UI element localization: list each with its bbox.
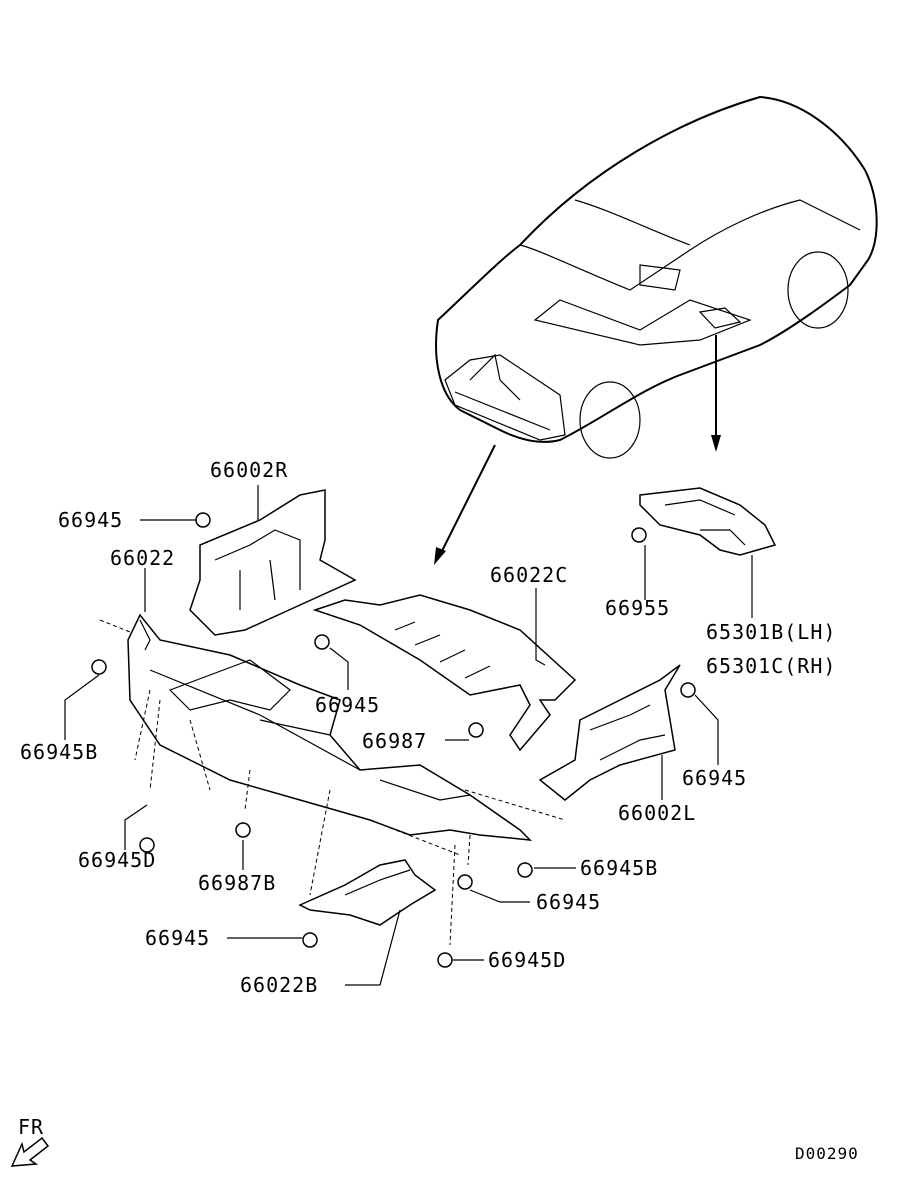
label-66022C: 66022C [490,563,569,587]
label-65301B: 65301B(LH) [706,620,837,644]
undercover-66022B-shape [298,859,437,926]
undercover-66022C-shape [312,594,577,752]
label-66945: 66945 [145,926,211,950]
label-66022B: 66022B [240,973,319,997]
splash-shield-66002R-shape [189,489,357,636]
label-66945: 66945 [536,890,602,914]
splash-shield-66002L-shape [538,664,681,801]
label-66945: 66945 [58,508,124,532]
label-66002R: 66002R [210,458,289,482]
label-65301C: 65301C(RH) [706,654,837,678]
fasteners [91,512,696,968]
alignment-lines [99,619,566,946]
cover-65301-shape [639,487,777,556]
label-66002L: 66002L [618,801,697,825]
label-66987: 66987 [362,729,428,753]
label-66945: 66945 [315,693,381,717]
label-66945B: 66945B [20,740,99,764]
leader-lines [64,485,753,986]
front-direction-arrow [10,1136,50,1167]
undercover-66022-shape [127,613,533,841]
pointer-arrows [434,335,721,565]
label-66945D: 66945D [78,848,157,872]
label-66987B: 66987B [198,871,277,895]
label-66022: 66022 [110,546,176,570]
diagram-code: D00290 [795,1144,859,1163]
front-label: FR [18,1115,45,1139]
label-66945B: 66945B [580,856,659,880]
label-66945D: 66945D [488,948,567,972]
vehicle-outline [435,95,878,459]
label-66955: 66955 [605,596,671,620]
label-66945: 66945 [682,766,748,790]
